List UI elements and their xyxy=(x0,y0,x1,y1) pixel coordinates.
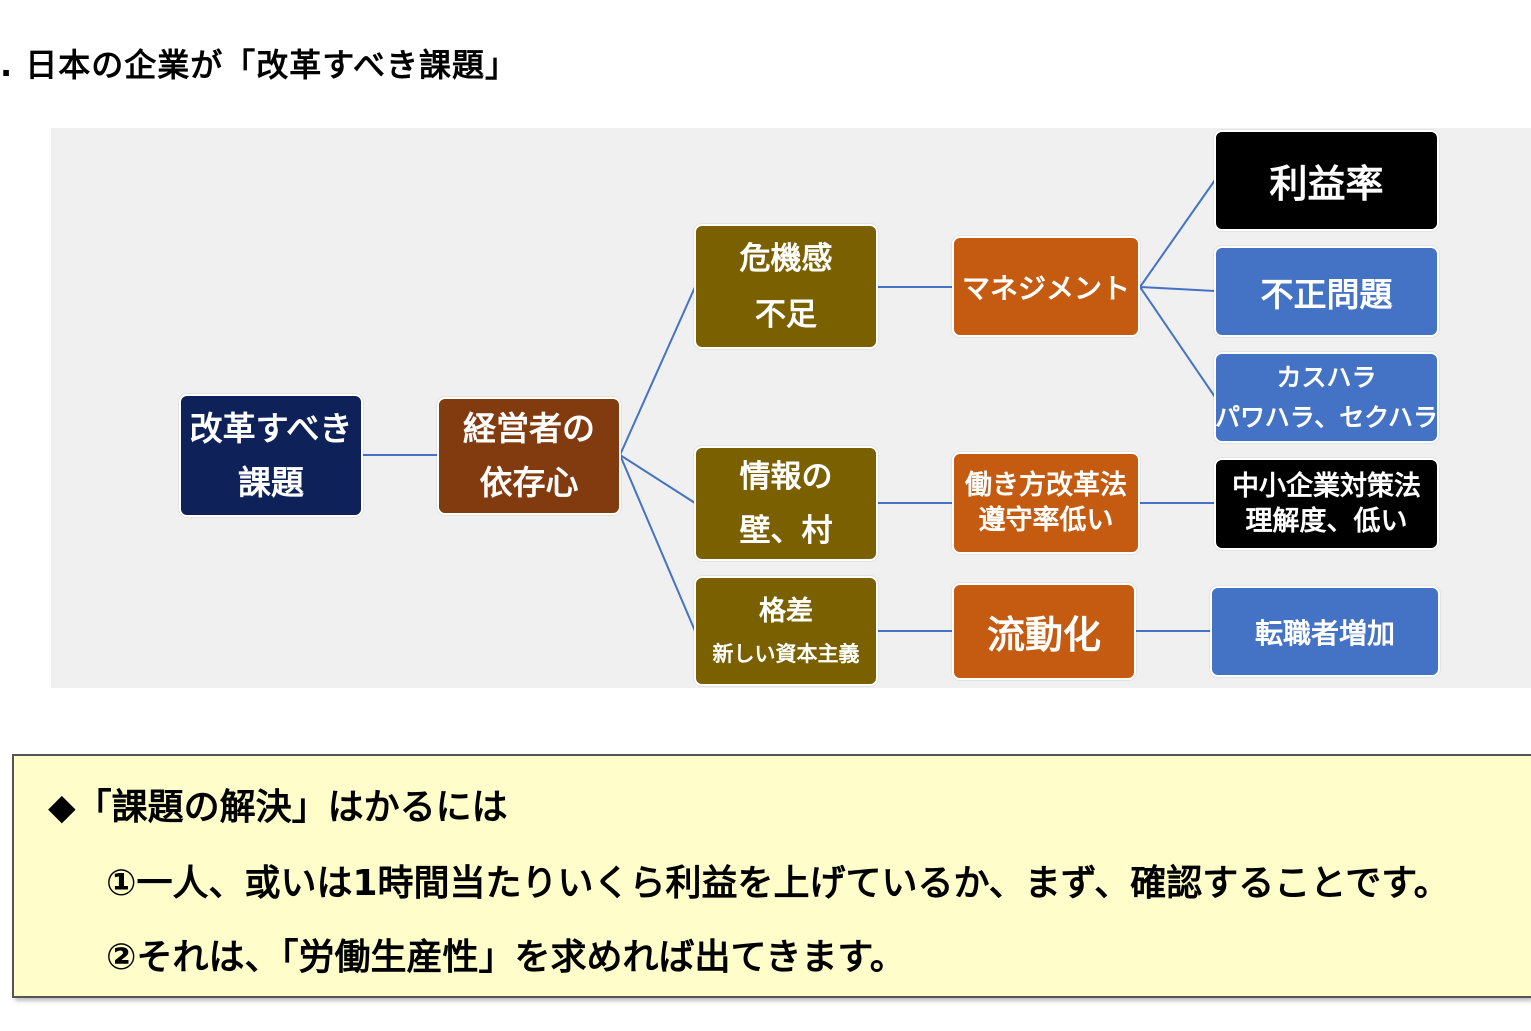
result-4-line-1: 中小企業対策法 xyxy=(1232,471,1421,502)
result-1-line-1: 利益率 xyxy=(1269,162,1384,206)
solution-note-box: ◆「課題の解決」はかるには ①一人、或いは1時間当たりいくら利益を上げているか、… xyxy=(12,754,1531,998)
cause-1-line-1: 危機感 xyxy=(739,240,833,277)
note-heading: ◆「課題の解決」はかるには xyxy=(48,787,508,828)
connector-middle1-result2 xyxy=(1139,286,1216,292)
middle-2-line-2: 遵守率低い xyxy=(978,505,1114,536)
connector-level1-cause3 xyxy=(619,454,696,632)
level1-node: 経営者の 依存心 xyxy=(437,397,621,515)
cause-3-line-1: 格差 xyxy=(759,596,813,627)
result-node-3: カスハラ パワハラ、セクハラ xyxy=(1214,352,1439,443)
root-line-2: 課題 xyxy=(238,462,304,502)
cause-node-1: 危機感 不足 xyxy=(694,224,878,349)
note-line-2: ②それは、「労働生産性」を求めれば出てきます。 xyxy=(106,937,906,978)
connector-middle1-result3 xyxy=(1139,286,1216,398)
cause-1-line-2: 不足 xyxy=(755,296,817,333)
result-4-line-2: 理解度、低い xyxy=(1245,506,1408,537)
cause-node-2: 情報の 壁、村 xyxy=(694,446,878,561)
connector-level1-cause2 xyxy=(619,454,696,504)
middle-node-1: マネジメント xyxy=(952,236,1140,337)
result-5-line-1: 転職者増加 xyxy=(1254,616,1395,650)
root-line-1: 改革すべき xyxy=(189,408,353,448)
cause-2-line-1: 情報の xyxy=(739,458,833,495)
cause-node-3: 格差 新しい資本主義 xyxy=(694,576,878,686)
result-node-5: 転職者増加 xyxy=(1210,586,1440,677)
result-2-line-1: 不正問題 xyxy=(1260,274,1393,314)
middle-2-line-1: 働き方改革法 xyxy=(965,470,1127,501)
connector-level1-cause1 xyxy=(619,286,696,456)
root-node: 改革すべき 課題 xyxy=(179,394,363,517)
result-3-line-2: パワハラ、セクハラ xyxy=(1215,402,1439,432)
result-3-line-1: カスハラ xyxy=(1276,362,1377,392)
result-node-2: 不正問題 xyxy=(1214,246,1439,337)
note-line-1: ①一人、或いは1時間当たりいくら利益を上げているか、まず、確認することです。 xyxy=(106,863,1450,904)
cause-2-line-2: 壁、村 xyxy=(739,512,833,549)
result-node-4: 中小企業対策法 理解度、低い xyxy=(1214,458,1439,550)
page-title: . 日本の企業が「改革すべき課題」 xyxy=(0,46,519,84)
middle-1-line-1: マネジメント xyxy=(961,271,1130,305)
middle-3-line-1: 流動化 xyxy=(986,613,1101,657)
level1-line-1: 経営者の xyxy=(463,409,595,448)
result-node-1: 利益率 xyxy=(1214,130,1439,231)
middle-node-3: 流動化 xyxy=(952,583,1136,680)
level1-line-2: 依存心 xyxy=(479,463,579,502)
connector-middle1-result1 xyxy=(1139,179,1216,288)
middle-node-2: 働き方改革法 遵守率低い xyxy=(952,452,1140,554)
cause-3-line-2: 新しい資本主義 xyxy=(712,642,860,666)
